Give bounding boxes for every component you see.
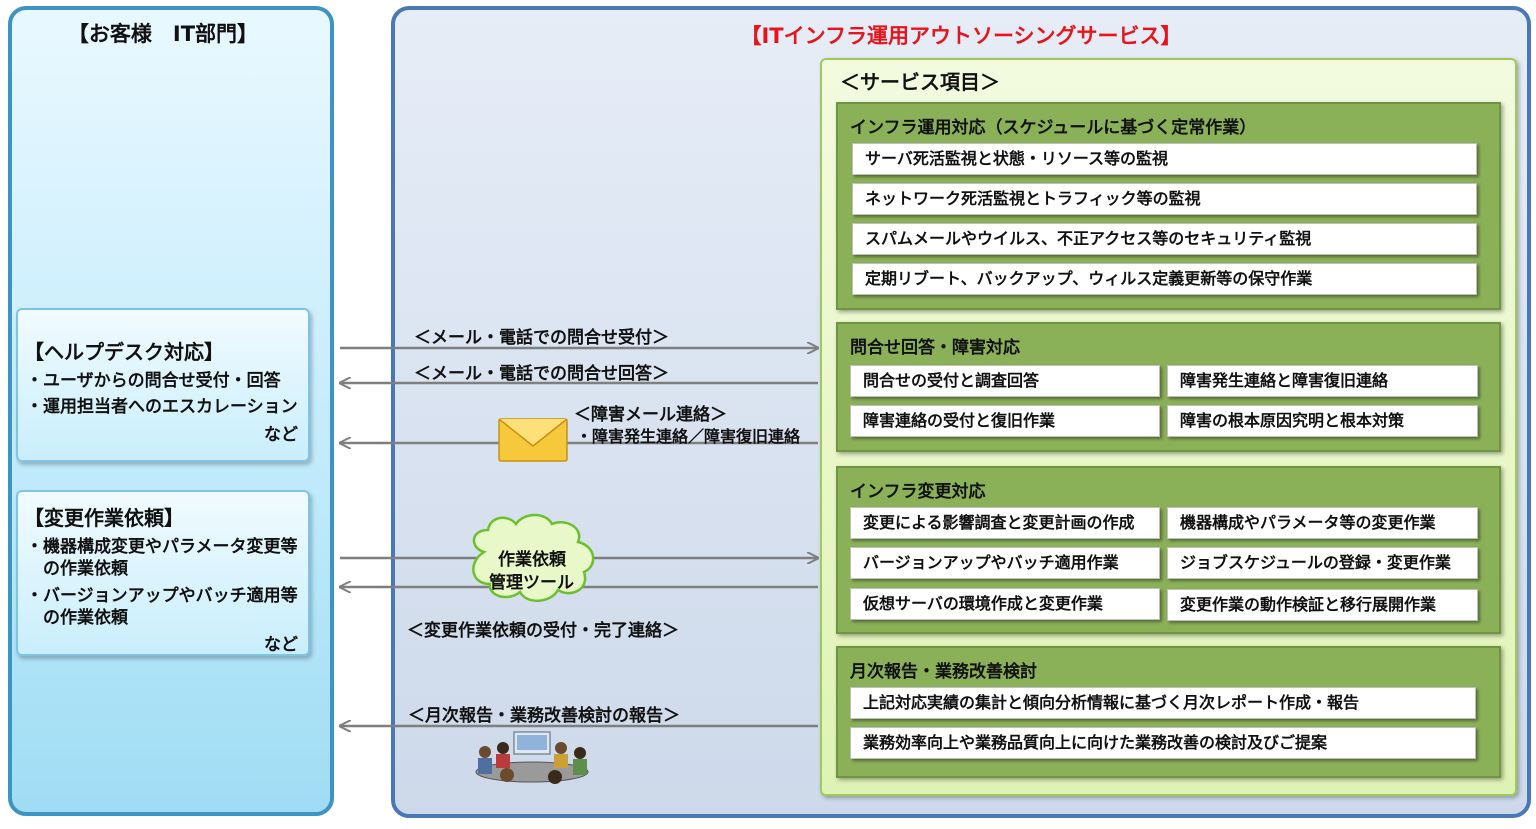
customer-title: 【お客様 IT部門】 (67, 22, 259, 46)
label-fault-mail-title: ＜障害メール連絡＞ (574, 405, 727, 425)
service-item: 障害連絡の受付と復旧作業 (850, 405, 1160, 437)
label-inquiry-answer: ＜メール・電話での問合せ回答＞ (414, 364, 669, 384)
service-item: 業務効率向上や業務品質向上に向けた業務改善の検討及びご提案 (850, 727, 1476, 759)
meeting-icon (475, 731, 589, 784)
change-request-line: の作業依頼 (26, 608, 128, 628)
service-item: 上記対応実績の集計と傾向分析情報に基づく月次レポート作成・報告 (850, 687, 1476, 719)
label-change-ack: ＜変更作業依頼の受付・完了連絡＞ (407, 621, 679, 641)
change-request-line: の作業依頼 (26, 559, 128, 579)
change-request-etc: など (264, 635, 298, 655)
service-item: サーバ死活監視と状態・リソース等の監視 (852, 143, 1477, 175)
section-monthly-report: 月次報告・業務改善検討 上記対応実績の集計と傾向分析情報に基づく月次レポート作成… (836, 646, 1501, 778)
service-item: ネットワーク死活監視とトラフィック等の監視 (852, 183, 1477, 215)
section-infra-operation: インフラ運用対応（スケジュールに基づく定常作業） サーバ死活監視と状態・リソース… (836, 102, 1501, 310)
helpdesk-etc: など (264, 425, 298, 445)
change-request-title: 【変更作業依頼】 (24, 506, 184, 530)
helpdesk-line: ・ユーザからの問合せ受付・回答 (26, 371, 281, 391)
section-title: インフラ運用対応（スケジュールに基づく定常作業） (850, 118, 1257, 138)
helpdesk-title: 【ヘルプデスク対応】 (24, 340, 224, 364)
label-inquiry-receive: ＜メール・電話での問合せ受付＞ (414, 328, 669, 348)
change-request-box: 【変更作業依頼】 ・機器構成変更やパラメータ変更等 の作業依頼 ・バージョンアッ… (16, 490, 310, 656)
service-item: 変更による影響調査と変更計画の作成 (850, 507, 1160, 539)
label-monthly-report: ＜月次報告・業務改善検討の報告＞ (408, 706, 680, 726)
service-item: スパムメールやウイルス、不正アクセス等のセキュリティ監視 (852, 223, 1477, 255)
helpdesk-box: 【ヘルプデスク対応】 ・ユーザからの問合せ受付・回答 ・運用担当者へのエスカレー… (16, 308, 310, 462)
change-request-line: ・機器構成変更やパラメータ変更等 (26, 537, 298, 557)
cloud-icon (472, 513, 595, 602)
section-inquiry-fault: 問合せ回答・障害対応 問合せの受付と調査回答 障害発生連絡と障害復旧連絡 障害連… (836, 322, 1501, 452)
envelope-icon (498, 418, 568, 462)
service-item: 障害発生連絡と障害復旧連絡 (1167, 365, 1478, 397)
service-item: 問合せの受付と調査回答 (850, 365, 1160, 397)
service-title: 【ITインフラ運用アウトソーシングサービス】 (740, 24, 1182, 48)
helpdesk-line: ・運用担当者へのエスカレーション (26, 397, 298, 417)
section-title: 問合せ回答・障害対応 (850, 338, 1020, 358)
change-request-line: ・バージョンアップやバッチ適用等 (26, 586, 298, 606)
section-title: インフラ変更対応 (850, 482, 986, 502)
label-fault-mail-detail: ・障害発生連絡／障害復旧連絡 (576, 427, 801, 446)
cloud-label-line1: 作業依頼 (498, 550, 566, 570)
service-item: ジョブスケジュールの登録・変更作業 (1167, 547, 1478, 579)
service-item: 障害の根本原因究明と根本対策 (1167, 405, 1478, 437)
section-title: 月次報告・業務改善検討 (850, 662, 1037, 682)
service-items-title: ＜サービス項目＞ (840, 70, 1000, 94)
service-item: 機器構成やパラメータ等の変更作業 (1167, 507, 1478, 539)
service-item: 変更作業の動作検証と移行展開作業 (1167, 589, 1478, 621)
service-item: 定期リブート、バックアップ、ウィルス定義更新等の保守作業 (852, 263, 1477, 295)
service-item: バージョンアップやバッチ適用作業 (850, 547, 1160, 579)
service-item: 仮想サーバの環境作成と変更作業 (850, 588, 1160, 620)
section-infra-change: インフラ変更対応 変更による影響調査と変更計画の作成 機器構成やパラメータ等の変… (836, 466, 1501, 634)
cloud-label-line2: 管理ツール (489, 573, 574, 593)
